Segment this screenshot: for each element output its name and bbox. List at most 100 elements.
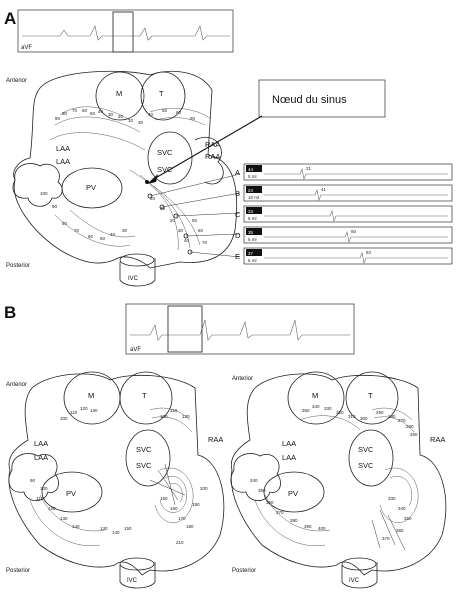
panel-b-ecg-lead: aVF	[130, 347, 141, 353]
isochrone-label: 340	[312, 404, 320, 409]
posterior-label-a: Posterior	[6, 263, 30, 269]
isochrone-label: 40	[98, 109, 104, 114]
isochrone-label: 330	[324, 406, 332, 411]
isochrone-label: 100	[40, 191, 48, 196]
isochrone-label: 70	[74, 228, 80, 233]
isochrone-label: 40	[148, 112, 154, 117]
panel-b-letter: B	[4, 303, 16, 322]
isochrone-label: 120	[48, 506, 56, 511]
trace-letter: D	[235, 231, 241, 240]
trace-scale: 5 ml	[248, 174, 257, 179]
trace-time: 33	[248, 209, 254, 214]
anterior-label-b1: Anterior	[6, 382, 27, 388]
isochrone-label: 270	[398, 418, 406, 423]
svc-label-b2-2: SVC	[358, 461, 374, 470]
pv-region-a	[61, 167, 123, 209]
isochrone-label: 30	[138, 120, 144, 125]
isochrone-label: 50	[90, 111, 96, 116]
laa-label-a-2: LAA	[56, 157, 70, 166]
laa-label-b2-2: LAA	[282, 453, 296, 462]
pv-label-a: PV	[86, 183, 96, 192]
isochrone-label: 140	[72, 524, 80, 529]
panel-a-letter: A	[4, 9, 16, 28]
isochrone-label: 40	[184, 238, 190, 243]
sinus-node-dot	[145, 180, 149, 184]
isochrone-label: 370	[382, 536, 390, 541]
panel-a-ecg-lead: aVF	[21, 45, 32, 51]
isochrone-label: 130	[60, 516, 68, 521]
laa-lobe-a	[12, 163, 63, 207]
tricuspid-valve-a	[140, 71, 186, 121]
isochrone-label: 10	[128, 118, 134, 123]
isochrone-label: 150	[124, 526, 132, 531]
panel-b-highlight-window	[167, 305, 203, 353]
isochrone-label: 110	[170, 408, 178, 413]
isochrone-label: 290	[376, 410, 384, 415]
trace-scale: 5 ml	[248, 237, 257, 242]
laa-label-b2-1: LAA	[282, 439, 296, 448]
isochrone-label: 360	[266, 500, 274, 505]
m-label-b2: M	[312, 391, 318, 400]
isochrone-label: 350	[258, 488, 266, 493]
m-label-a: M	[116, 89, 122, 98]
trace-time: 44	[248, 167, 254, 172]
isochrone-label: 120	[182, 414, 190, 419]
posterior-label-b2: Posterior	[232, 568, 256, 574]
raa-label-a-2: RAA	[205, 152, 220, 161]
isochrone-label: 80	[62, 111, 68, 116]
trace-time: 37	[248, 251, 254, 256]
isochrone-label: 110	[36, 496, 44, 501]
svc-label-a-1: SVC	[157, 148, 173, 157]
svc-label-a-2: SVC	[157, 165, 173, 174]
svc-label-b2-1: SVC	[358, 445, 374, 454]
isochrone-label: 100	[60, 416, 68, 421]
trace-scale: 5 ml	[248, 216, 257, 221]
isochrone-label: 350	[302, 408, 310, 413]
isochrone-label: 130	[100, 526, 108, 531]
isochrone-label: 170	[178, 516, 186, 521]
ivc-label-b1: IVC	[127, 578, 138, 584]
isochrone-label: 320	[336, 410, 344, 415]
panel-a-ecg-strip: aVF	[17, 9, 234, 53]
isochrone-label: 80	[62, 221, 68, 226]
isochrone-label: 350	[404, 516, 412, 521]
trace-marker: 41	[321, 187, 327, 192]
isochrone-label: 90	[190, 116, 196, 121]
svc-label-b1-1: SVC	[136, 445, 152, 454]
isochrone-label: 210	[176, 540, 184, 545]
isochrone-label: 40	[110, 232, 116, 237]
isochrone-label: 390	[304, 524, 312, 529]
trace-letter: B	[235, 189, 240, 198]
isochrone-label: 60	[176, 110, 182, 115]
panel-b-left-map: Anterior Posterior M T LAA LAA SVC SVC R…	[6, 371, 225, 589]
callout-text: Nœud du sinus	[272, 94, 347, 106]
pv-label-b1: PV	[66, 489, 76, 498]
isochrone-label: 90	[52, 204, 58, 209]
isochrone-label: 330	[388, 496, 396, 501]
trace-marker: 21	[306, 166, 312, 171]
isochrone-label: 190	[192, 502, 200, 507]
m-label-b1: M	[88, 391, 94, 400]
t-label-b1: T	[142, 391, 147, 400]
isochrone-label: 380	[290, 518, 298, 523]
isochrone-label: 30	[178, 228, 184, 233]
isochrone-label: 300	[360, 416, 368, 421]
isochrone-label: 60	[82, 108, 88, 113]
trace-letter: E	[235, 252, 240, 261]
isochrone-label: 50	[192, 218, 198, 223]
svc-a	[147, 131, 193, 185]
t-label-b2: T	[368, 391, 373, 400]
isochrone-label: 260	[406, 424, 414, 429]
isochrone-label: 100	[40, 486, 48, 491]
isochrone-label: 70	[202, 240, 208, 245]
isochrone-label: 50	[100, 236, 106, 241]
